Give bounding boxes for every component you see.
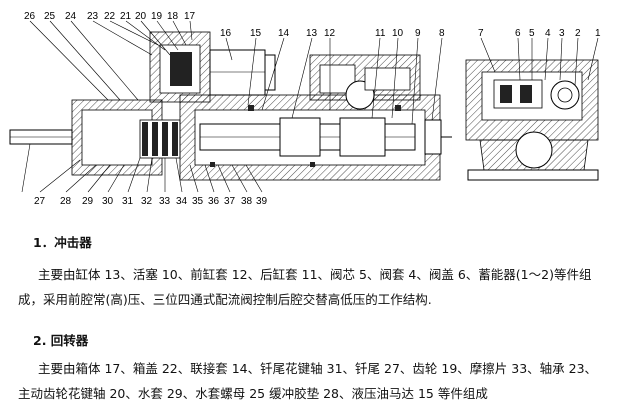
callout-10: 10: [392, 28, 404, 39]
callout-23: 23: [87, 11, 99, 22]
callout-29: 29: [82, 196, 94, 207]
callout-18: 18: [167, 11, 179, 22]
callout-34: 34: [176, 196, 188, 207]
callout-3: 3: [559, 28, 565, 39]
callout-16: 16: [220, 28, 232, 39]
callout-numbers-right: 7 6 5 4 3 2 1: [478, 28, 601, 39]
main-section-view: [9, 31, 452, 181]
callout-26: 26: [24, 11, 36, 22]
callout-15: 15: [250, 28, 262, 39]
callout-11: 11: [375, 28, 386, 39]
callout-numbers-top: 26 25 24 23 22 21 20 19 18 17 16 15 14 1…: [24, 11, 445, 39]
drifter-section-drawing: 26 25 24 23 22 21 20 19 18 17 16 15 14 1…: [9, 11, 601, 207]
callout-19: 19: [151, 11, 163, 22]
callout-24: 24: [65, 11, 77, 22]
section-heading-rotator: 2. 回转器: [33, 333, 89, 348]
callout-6: 6: [515, 28, 521, 39]
callout-5: 5: [529, 28, 535, 39]
callout-31: 31: [122, 196, 134, 207]
section-text-rotator: 主要由箱体 17、箱盖 22、联接套 14、钎尾花键轴 31、钎尾 27、齿轮 …: [18, 361, 598, 401]
callout-28: 28: [60, 196, 72, 207]
callout-17: 17: [184, 11, 196, 22]
callout-27: 27: [34, 196, 46, 207]
callout-35: 35: [192, 196, 204, 207]
callout-1: 1: [595, 28, 601, 39]
callout-32: 32: [141, 196, 153, 207]
callout-39: 39: [256, 196, 268, 207]
callout-2: 2: [575, 28, 581, 39]
callout-38: 38: [241, 196, 253, 207]
callout-4: 4: [545, 28, 551, 39]
callout-36: 36: [208, 196, 220, 207]
callout-8: 8: [439, 28, 445, 39]
callout-25: 25: [44, 11, 56, 22]
callout-20: 20: [135, 11, 147, 22]
leader-lines: [21, 20, 599, 193]
callout-33: 33: [159, 196, 171, 207]
callout-13: 13: [306, 28, 318, 39]
callout-30: 30: [102, 196, 114, 207]
section-text-impactor: 主要由缸体 13、活塞 10、前缸套 12、后缸套 11、阀芯 5、阀套 4、阀…: [18, 267, 592, 307]
callout-14: 14: [278, 28, 290, 39]
callout-22: 22: [104, 11, 116, 22]
callout-37: 37: [224, 196, 236, 207]
callout-numbers-bottom: 27 28 29 30 31 32 33 34 35 36 37 38 39: [34, 196, 268, 207]
callout-7: 7: [478, 28, 484, 39]
section-heading-impactor: 1．冲击器: [33, 235, 92, 250]
callout-12: 12: [324, 28, 336, 39]
callout-9: 9: [415, 28, 421, 39]
callout-21: 21: [120, 11, 132, 22]
